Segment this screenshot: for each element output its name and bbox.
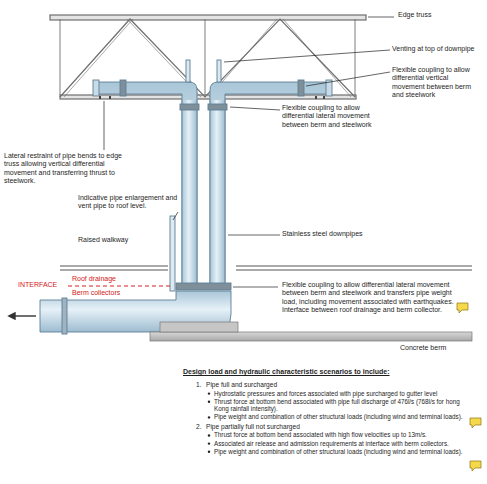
list-bullet: Associated air release and admission req… <box>214 440 466 448</box>
part-name: Concrete berm <box>400 344 472 352</box>
bullet-dot <box>208 416 210 418</box>
callout-note: Lateral restraint of pipe bends to edge … <box>4 152 126 186</box>
list-number: 1. <box>196 381 206 389</box>
section-heading: Design load and hydraulic characteristic… <box>183 368 473 376</box>
comment-icons <box>457 303 481 471</box>
callout-note: Venting at top of downpipe <box>392 45 480 53</box>
list-item: Pipe partially full not surcharged <box>206 423 466 431</box>
list-bullet: Thrust force at bottom bend associated w… <box>214 398 466 413</box>
flow-arrow <box>14 315 36 316</box>
bullet-dot <box>208 451 210 453</box>
concrete-berm <box>150 322 472 341</box>
list-bullet: Thrust force at bottom bend associated w… <box>214 431 466 439</box>
bullet-marks <box>208 392 210 453</box>
callout-note: Indicative pipe enlargement and vent pip… <box>78 194 180 211</box>
list-bullet: Pipe weight and combination of other str… <box>214 413 466 421</box>
interface-label: Berm collectors <box>72 289 162 297</box>
list-bullet: Pipe weight and combination of other str… <box>214 448 466 456</box>
interface-line <box>68 286 172 287</box>
bullet-dot <box>208 392 210 394</box>
callout-note: Flexible coupling to allow differential … <box>282 281 454 315</box>
part-name: Edge truss <box>398 11 480 19</box>
part-name: Raised walkway <box>78 236 158 244</box>
interface-label: INTERFACE <box>18 281 66 289</box>
list-number: 2. <box>196 423 206 431</box>
bullet-dot <box>208 401 210 403</box>
bullet-dot <box>208 434 210 436</box>
bullet-dot <box>208 442 210 444</box>
part-name: Stainless steel downpipes <box>282 230 402 238</box>
list-bullet: Hydrostatic pressures and forces associa… <box>214 390 466 398</box>
callout-note: Flexible coupling to allow differential … <box>392 66 480 100</box>
list-item: Pipe full and surcharged <box>206 381 466 389</box>
interface-label: Roof drainage <box>72 275 162 283</box>
callout-note: Flexible coupling to allow differential … <box>282 104 388 129</box>
leader-lines <box>104 17 394 287</box>
raised-walkway <box>60 266 472 270</box>
